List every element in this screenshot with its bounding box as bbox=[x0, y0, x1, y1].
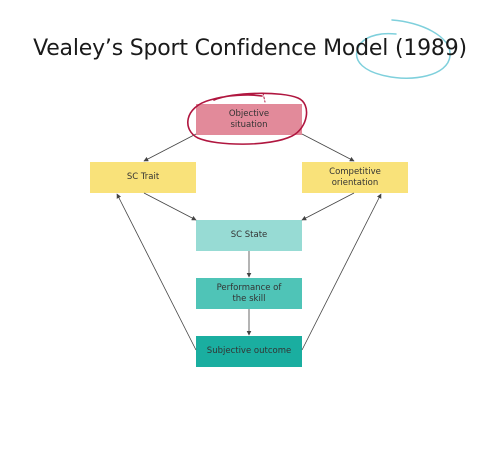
competitive-orientation-rect bbox=[302, 162, 408, 193]
node-performance-of-the-skill: Performance of the skill bbox=[216, 282, 282, 304]
arrow-objective-to-competitive bbox=[301, 133, 355, 162]
arrow-competitive-to-state bbox=[301, 192, 355, 221]
arrow-outcome-to-competitive bbox=[301, 193, 382, 351]
annotation-tick-objective bbox=[262, 92, 266, 103]
objective-situation-rect bbox=[196, 104, 302, 135]
performance-rect bbox=[196, 278, 302, 309]
page-title: Vealey’s Sport Confidence Model (1989) bbox=[33, 36, 467, 61]
arrow-outcome-to-trait bbox=[116, 193, 197, 351]
node-competitive-orientation: Competitive orientation bbox=[329, 166, 381, 188]
node-sc-state: SC State bbox=[230, 230, 268, 241]
subjective-outcome-rect bbox=[196, 336, 302, 367]
arrow-trait-to-state bbox=[143, 192, 197, 221]
sc-trait-rect bbox=[90, 162, 196, 193]
arrow-objective-to-trait bbox=[143, 133, 197, 162]
node-sc-trait: SC Trait bbox=[126, 172, 160, 183]
annotation-circle-objective bbox=[187, 92, 308, 145]
sc-state-rect bbox=[196, 220, 302, 251]
node-subjective-outcome: Subjective outcome bbox=[206, 346, 292, 357]
annotation-circle-year bbox=[355, 19, 451, 79]
node-objective-situation: Objective situation bbox=[228, 108, 270, 130]
